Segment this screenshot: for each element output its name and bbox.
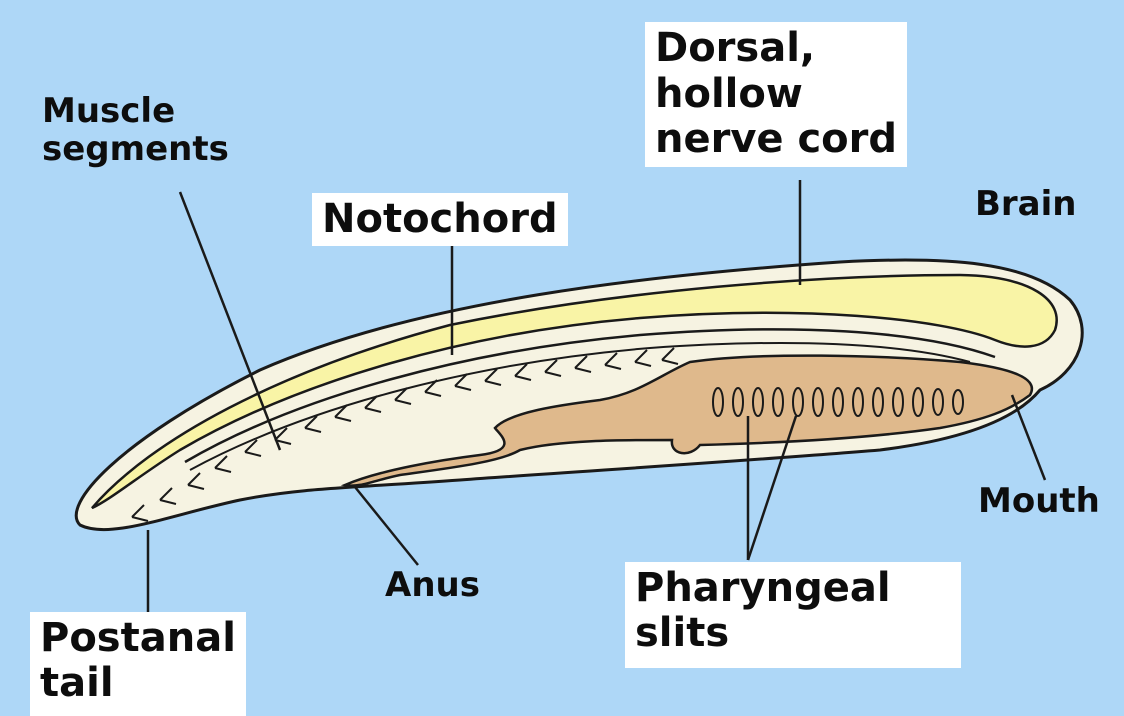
label-dorsal-nerve-cord: Dorsal, hollow nerve cord xyxy=(645,22,908,167)
pharyngeal-slits-line-1: Pharyngeal xyxy=(635,565,891,611)
notochord-lower-edge xyxy=(189,341,971,471)
postanal-tail-line-2: tail xyxy=(40,659,114,706)
notochord-shape xyxy=(184,328,996,464)
pharyngeal-slits-line-2: slits xyxy=(635,609,730,656)
body-outline xyxy=(74,258,1084,532)
notochord-text: Notochord xyxy=(322,196,558,242)
nerve-cord-shape xyxy=(91,273,1058,510)
leader-lines xyxy=(146,180,1047,612)
label-pharyngeal-slits: Pharyngeal slits xyxy=(625,562,961,668)
anus-text: Anus xyxy=(385,565,480,605)
leader-muscle-segments xyxy=(178,191,282,451)
label-brain: Brain xyxy=(975,185,1077,223)
label-notochord: Notochord xyxy=(312,193,568,246)
mouth-text: Mouth xyxy=(978,481,1100,521)
nerve-cord-line-1: Dorsal, xyxy=(655,25,816,71)
label-anus: Anus xyxy=(385,566,480,604)
leader-anus xyxy=(354,486,419,566)
label-postanal-tail: Postanal tail xyxy=(30,612,246,716)
leader-slit-2 xyxy=(746,415,798,561)
muscle-segments-line-2: segments xyxy=(42,129,229,170)
brain-text: Brain xyxy=(975,184,1077,224)
muscle-segment-chevrons xyxy=(131,347,679,522)
label-muscle-segments: Muscle segments xyxy=(42,92,229,168)
label-mouth: Mouth xyxy=(978,482,1100,520)
muscle-segments-line-1: Muscle xyxy=(42,91,176,131)
nerve-cord-line-3: nerve cord xyxy=(655,116,898,163)
leader-mouth xyxy=(1010,394,1047,481)
nerve-cord-line-2: hollow xyxy=(655,70,803,117)
pharyngeal-slits-shapes xyxy=(712,387,964,417)
postanal-tail-line-1: Postanal xyxy=(40,615,236,661)
